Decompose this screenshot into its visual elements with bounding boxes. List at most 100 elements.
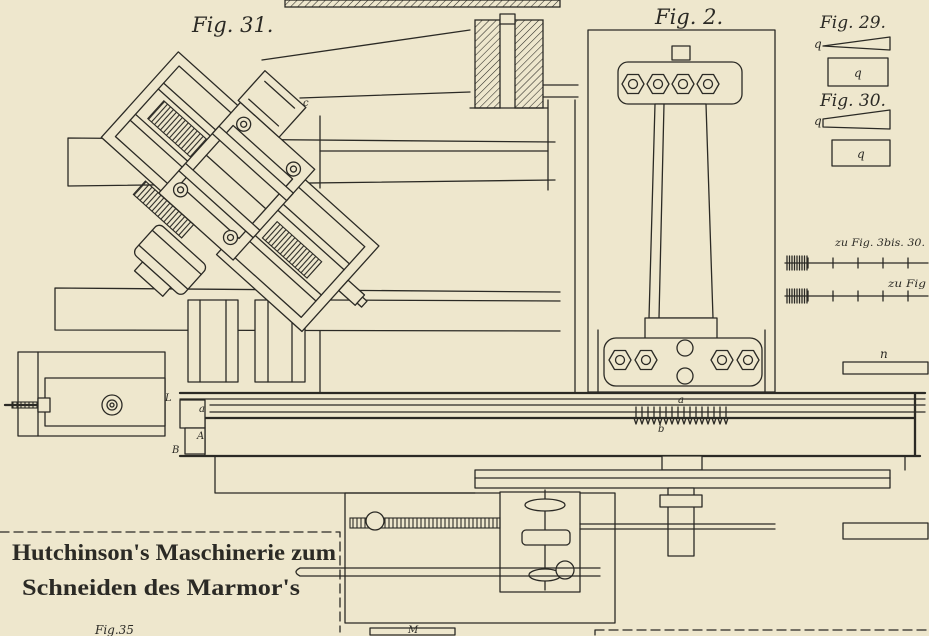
pinion-tooth (669, 417, 675, 425)
pulley-hub (133, 261, 172, 297)
pinion-tooth (681, 417, 687, 425)
carriage-shaft (205, 154, 267, 210)
hex-nut (696, 73, 720, 95)
gear-box (344, 492, 616, 624)
bed-end-block-B (184, 427, 206, 455)
carriage-rail-bottom (178, 162, 261, 239)
label-n: n (880, 347, 888, 361)
hex-nut (671, 73, 695, 95)
bottom-bracket-boss (676, 367, 694, 385)
label-A: A (196, 431, 204, 442)
column-shaft (648, 103, 714, 319)
pinion-tooth (663, 417, 669, 425)
top-bracket-detail (248, 80, 296, 127)
wedge-29 (822, 36, 891, 51)
frame-uprights (319, 99, 576, 393)
label-M: M (407, 625, 419, 636)
scale-bars (784, 255, 929, 304)
label-q-wedge-30: q (814, 114, 822, 128)
pinion-tooth (705, 417, 711, 425)
label-a-end: a (199, 404, 205, 415)
label-L: L (164, 393, 172, 404)
bolt-hole (702, 78, 714, 90)
top-hatched-edge (284, 0, 561, 8)
vertical-post-left (187, 299, 239, 383)
pinion-tooth (723, 417, 729, 425)
lower-screw-thread (261, 220, 323, 279)
column-top-extension (469, 84, 579, 109)
carriage-rail-top (211, 125, 294, 202)
worm-wheel (365, 511, 385, 531)
hex-nut (621, 73, 645, 95)
bottom-bracket-boss (676, 339, 694, 357)
drive-shaft-collar (659, 494, 703, 508)
feed-screw-nut (37, 397, 51, 413)
fig2-label: Fig. 2. (654, 5, 723, 29)
hex-nut (736, 349, 760, 371)
pulley-rims (138, 229, 202, 290)
hex-nut (710, 349, 734, 371)
bolt-center (226, 233, 235, 242)
bed-edges (178, 391, 922, 458)
scale-label-1: zu Fig. 3bis. 30. (834, 238, 925, 249)
block-29 (827, 57, 889, 87)
pinion-tooth (651, 417, 657, 425)
title-line-2: Schneiden des Marmor's (22, 575, 300, 600)
label-q-block-30: q (857, 147, 865, 161)
pinion-tooth (639, 417, 645, 425)
fig2-inner-uprights (597, 329, 766, 393)
drive-gear (132, 180, 195, 239)
label-a-rack: a (678, 395, 684, 406)
bolt (222, 229, 239, 246)
bolt-hole (652, 78, 664, 90)
block-30 (831, 139, 891, 167)
bolt (236, 116, 252, 132)
bolt-hole (742, 354, 754, 366)
column-edge-line (658, 103, 665, 319)
fig2-column-assembly (587, 29, 776, 393)
fig35-label: Fig.35 (94, 623, 134, 636)
bed-body (204, 417, 916, 457)
hex-nut (646, 73, 670, 95)
pinion-tooth (711, 417, 717, 425)
pulley-block (521, 529, 571, 546)
pinion-tooth (633, 417, 639, 425)
fig30-label: Fig. 30. (819, 91, 886, 111)
hex-nut (634, 349, 658, 371)
lower-guide-rods (244, 199, 351, 302)
wedge-30 (822, 109, 891, 130)
rack-and-pinion (633, 406, 729, 425)
top-nut (671, 45, 691, 61)
pinion-shaft-stub (661, 455, 703, 471)
fig30-wedge-detail (822, 109, 891, 167)
pinion-tooth (699, 417, 705, 425)
column-top-cap (499, 13, 516, 25)
right-connecting-rod (579, 523, 776, 530)
hex-nut (608, 349, 632, 371)
worm-screw (349, 517, 501, 529)
fig29-wedge-detail (822, 36, 891, 87)
title-line-1: Hutchinson's Maschinerie zum (12, 540, 336, 565)
pinion-tooth (693, 417, 699, 425)
upper-beam (67, 137, 556, 187)
idler-wheel (555, 560, 575, 580)
hex-nuts (608, 73, 760, 371)
label-c: c (303, 98, 309, 109)
bolt-center (176, 186, 185, 194)
column-collar (644, 317, 718, 341)
bolt-hole (627, 78, 639, 90)
scale-label-2: zu Fig (887, 279, 926, 290)
right-edge-bar (842, 522, 929, 540)
scale-ticks (786, 255, 909, 304)
pinion-tooth (645, 417, 651, 425)
fig31-label: Fig. 31. (191, 13, 273, 37)
long-connecting-rod (295, 567, 601, 577)
handwheel-outer (101, 394, 123, 416)
post-center-lines (199, 299, 293, 383)
upper-guide-rods (129, 82, 235, 185)
flat-drive-bar (474, 469, 891, 489)
bottom-right-dashed-border (594, 629, 929, 636)
bed-rails (179, 398, 926, 413)
label-q-block-29: q (854, 66, 862, 80)
